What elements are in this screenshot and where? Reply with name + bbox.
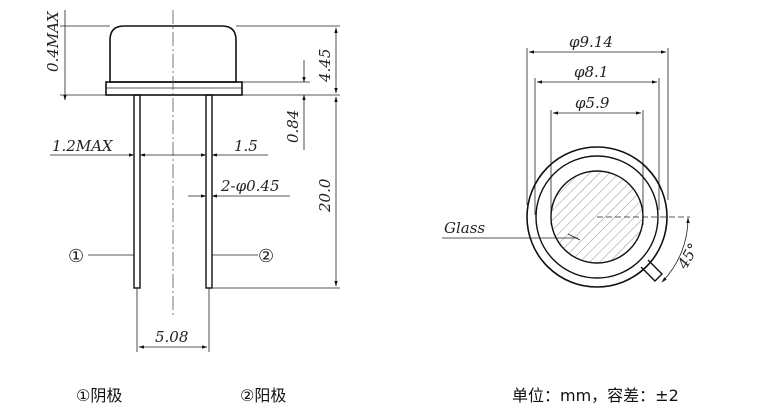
dim-outer-diameter: φ9.14 <box>569 33 613 51</box>
dim-flange: 0.84 <box>284 110 302 143</box>
lead-cathode <box>133 94 141 289</box>
flange <box>105 81 243 96</box>
orientation-tab <box>640 259 663 282</box>
units-caption: 单位：mm，容差：±2 <box>512 386 679 405</box>
angle-arc <box>661 217 690 283</box>
tab-angle-label: 45° <box>673 240 702 273</box>
dim-total-height: 4.45 <box>316 49 334 83</box>
can-body <box>109 25 237 83</box>
cap-ring <box>535 155 659 279</box>
side-view: 0.4MAX 4.45 0.84 20.0 1.2MAX 1.5 2-φ0.45… <box>44 10 340 352</box>
dim-lead-length: 20.0 <box>316 178 334 213</box>
pin2-marker: ② <box>258 246 274 267</box>
dim-mid-diameter: φ8.1 <box>574 63 608 81</box>
outer-rim <box>526 146 668 288</box>
top-view: φ9.14 φ8.1 φ5.9 Glass 45° <box>442 33 703 288</box>
dim-right-offset: 1.5 <box>234 137 258 155</box>
dim-lead-spacing: 5.08 <box>155 328 188 346</box>
dim-inner-diameter: φ5.9 <box>575 94 610 112</box>
dim-lead-offset: 1.2MAX <box>52 137 114 155</box>
glass-label: Glass <box>444 219 485 237</box>
pin1-caption: ①阴极 <box>76 386 123 405</box>
pin2-caption: ②阳极 <box>240 386 287 405</box>
dim-lead-diameter: 2-φ0.45 <box>220 177 280 195</box>
lead-anode <box>205 94 213 289</box>
dim-cap-height: 0.4MAX <box>44 10 62 72</box>
pin1-marker: ① <box>68 246 84 267</box>
